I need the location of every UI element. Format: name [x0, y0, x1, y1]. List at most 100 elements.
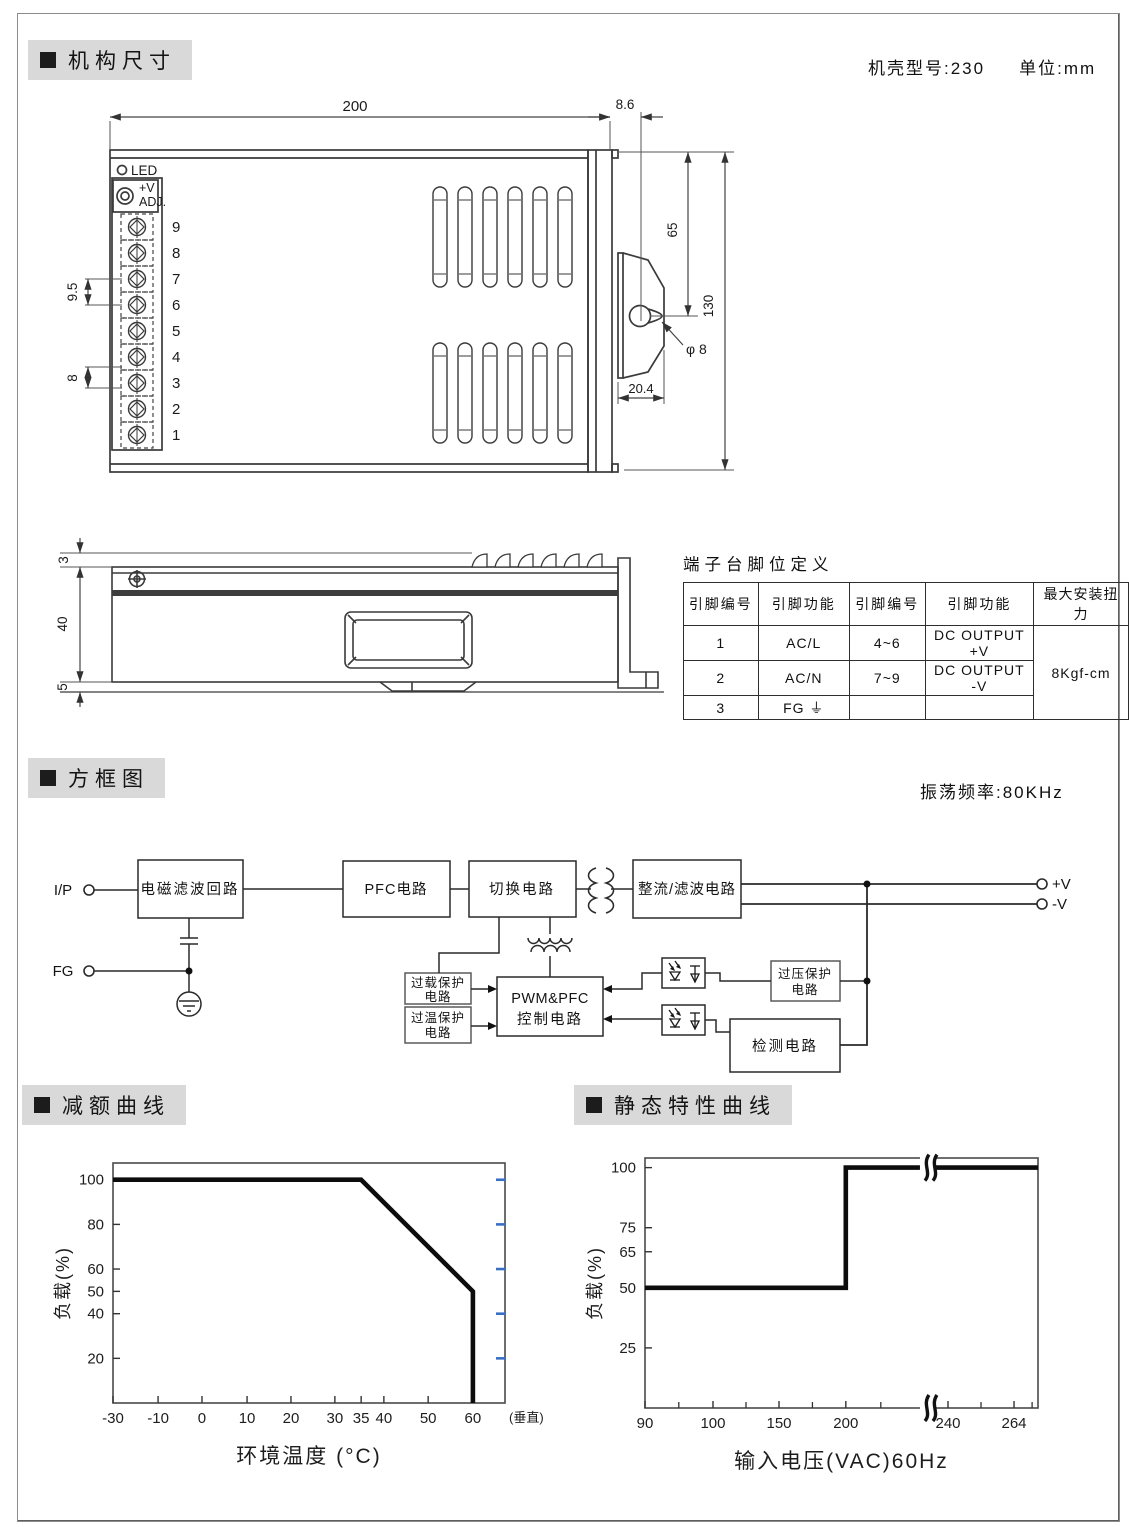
svg-text:环境温度 (°C): 环境温度 (°C): [236, 1445, 381, 1468]
svg-text:7: 7: [172, 271, 180, 288]
section-square-icon: [586, 1097, 602, 1113]
svg-text:60: 60: [87, 1261, 104, 1278]
svg-text:150: 150: [766, 1415, 791, 1432]
dim-9-5: 9.5: [65, 283, 80, 302]
svg-text:5: 5: [172, 323, 180, 340]
keyhole-mounting-hole: [628, 304, 652, 328]
col-header: 引脚编号: [848, 582, 926, 626]
fg-label: FG: [53, 963, 74, 980]
led-label: LED: [131, 163, 158, 178]
pin-number: 3: [683, 695, 759, 720]
dim-200: 200: [342, 98, 367, 115]
page-border: [17, 13, 1120, 1522]
col-header: 引脚功能: [924, 582, 1035, 626]
svg-text:240: 240: [935, 1415, 960, 1432]
vminus-terminal: [1036, 898, 1048, 910]
pin-number: 2: [683, 660, 759, 696]
detect-label: 检测电路: [752, 1038, 818, 1055]
pin-table-header-row: 引脚编号 引脚功能 引脚编号 引脚功能 最大安装扭力: [683, 582, 1129, 626]
optocoupler-2: [661, 1004, 706, 1036]
col-header: 最大安装扭力: [1033, 582, 1129, 626]
svg-text:50: 50: [619, 1280, 636, 1297]
svg-text:40: 40: [87, 1306, 104, 1323]
svg-text:4: 4: [172, 349, 180, 366]
section-header-mechanical: 机构尺寸: [28, 40, 192, 80]
input-terminal: [83, 884, 95, 896]
case-model-note: 机壳型号:230: [868, 59, 986, 78]
table-row: 2 AC/N 7~9 DC OUTPUT -V: [683, 660, 1129, 696]
ovp-label-1: 过压保护: [778, 967, 832, 981]
svg-text:80: 80: [87, 1216, 104, 1233]
svg-text:1: 1: [172, 427, 180, 444]
pfc-label: PFC电路: [365, 881, 428, 898]
svg-text:2: 2: [172, 401, 180, 418]
table-row: 1 AC/L 4~6 DC OUTPUT +V 8Kgf-cm: [683, 625, 1129, 720]
pin-number: 1: [683, 625, 759, 661]
unit-note: 单位:mm: [1019, 59, 1097, 78]
svg-text:75: 75: [619, 1220, 636, 1237]
dim-130: 130: [701, 295, 716, 318]
dim-65: 65: [665, 222, 680, 237]
pwm-label-2: 控制电路: [517, 1011, 583, 1028]
input-label: I/P: [54, 882, 72, 899]
osc-freq-note: 振荡频率:80KHz: [920, 783, 1064, 802]
section-header-static-curve: 静态特性曲线: [574, 1085, 792, 1125]
switching-label: 切换电路: [489, 881, 555, 898]
optocoupler-1: [661, 957, 706, 989]
section-square-icon: [40, 52, 56, 68]
pwm-label-1: PWM&PFC: [511, 991, 589, 1007]
pin-table: 引脚编号 引脚功能 引脚编号 引脚功能 最大安装扭力 1 AC/L 4~6 DC…: [683, 582, 1129, 720]
vminus-label: -V: [1052, 896, 1067, 913]
section-title: 减额曲线: [62, 1095, 170, 1118]
svg-text:100: 100: [700, 1415, 725, 1432]
pin-number: 4~6: [848, 625, 926, 661]
led-indicator: [116, 164, 128, 176]
table-row: 3 FG ⏚: [683, 695, 1129, 720]
dim-40: 40: [55, 616, 70, 631]
otp-label-2: 电路: [424, 1025, 451, 1040]
section-title: 静态特性曲线: [614, 1095, 776, 1118]
pin-function: DC OUTPUT +V: [924, 625, 1035, 661]
dim-3: 3: [56, 556, 71, 564]
svg-text:200: 200: [833, 1415, 858, 1432]
svg-text:60: 60: [465, 1410, 482, 1427]
svg-text:40: 40: [376, 1410, 393, 1427]
vplus-terminal: [1036, 878, 1048, 890]
svg-text:0: 0: [198, 1410, 206, 1427]
olp-label-1: 过载保护: [411, 976, 465, 990]
section-title: 方框图: [68, 768, 149, 791]
pin-table-title: 端子台脚位定义: [683, 556, 834, 574]
pin-function: [924, 695, 1035, 720]
emi-label: 电磁滤波回路: [141, 881, 240, 898]
olp-label-2: 电路: [424, 989, 451, 1004]
svg-text:输入电压(VAC)60Hz: 输入电压(VAC)60Hz: [734, 1450, 949, 1473]
vadj-label-2: ADJ.: [139, 195, 166, 209]
col-header: 引脚编号: [683, 582, 759, 626]
svg-text:负载(%): 负载(%): [585, 1246, 605, 1320]
section-header-block-diagram: 方框图: [28, 758, 165, 798]
col-header: 引脚功能: [757, 582, 850, 626]
dim-8-6: 8.6: [616, 97, 635, 112]
svg-text:3: 3: [172, 375, 180, 392]
section-title: 机构尺寸: [68, 50, 176, 73]
section-square-icon: [40, 770, 56, 786]
block-diagram: I/P FG 电磁滤波回路 PFC电路 切换电路 整流/滤波电路 PWM&PFC…: [53, 859, 1071, 1073]
pin-function: DC OUTPUT -V: [924, 660, 1035, 696]
otp-label-1: 过温保护: [411, 1011, 465, 1025]
svg-text:25: 25: [619, 1340, 636, 1357]
dim-5: 5: [55, 683, 70, 691]
svg-text:负载(%): 负载(%): [53, 1246, 73, 1320]
pin-table-block: 端子台脚位定义 引脚编号 引脚功能 引脚编号 引脚功能 最大安装扭力 1 AC/…: [683, 551, 1129, 720]
dim-8: 8: [65, 374, 80, 382]
otp-box: [404, 1006, 472, 1044]
section-square-icon: [34, 1097, 50, 1113]
section-header-derating: 减额曲线: [22, 1085, 186, 1125]
svg-text:6: 6: [172, 297, 180, 314]
vent-louvers: [432, 186, 573, 444]
rectifier-label: 整流/滤波电路: [638, 881, 736, 898]
svg-text:9: 9: [172, 219, 180, 236]
vplus-label: +V: [1052, 876, 1071, 893]
svg-text:100: 100: [611, 1160, 636, 1177]
